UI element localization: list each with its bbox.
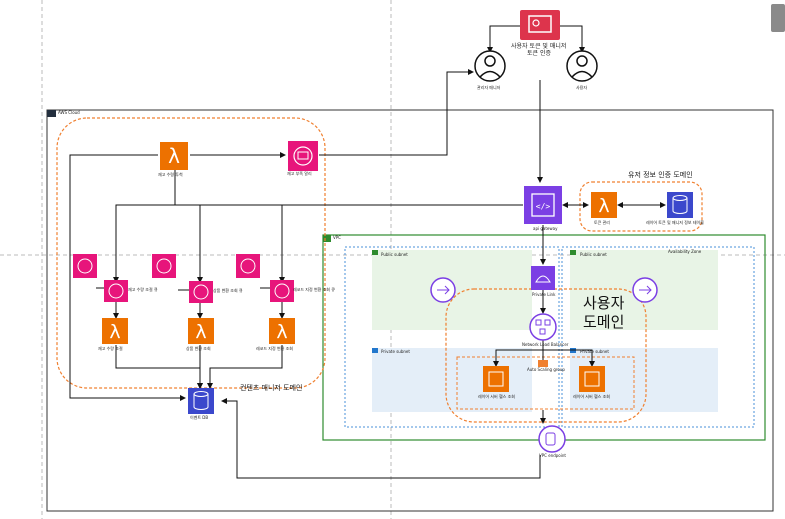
sns-label: 재고 부족 알리 — [287, 171, 312, 176]
auth-service-label-1: 사용자 토큰 및 매니저 — [511, 43, 567, 50]
nat-gateway-icon-left — [430, 277, 456, 303]
api-gateway-label: api gateway — [533, 226, 558, 231]
auth-service-label-2: 토큰 인증 — [527, 50, 551, 57]
ec2-instance-right-icon — [579, 366, 605, 392]
vpc-icon — [323, 235, 331, 242]
vpc-label: VPC — [333, 235, 341, 240]
az-left — [344, 246, 560, 428]
queue-icon-2 — [189, 281, 213, 303]
event-db-label: 이벤트 DB — [190, 415, 209, 420]
private-link-icon — [531, 266, 555, 290]
asg-boundary — [456, 356, 635, 410]
nlb-label: Network Load Balancer — [522, 342, 569, 347]
private-subnet-right-label: Private subnet — [580, 349, 609, 354]
event-db-icon — [188, 388, 214, 414]
svg-text:λ: λ — [168, 144, 180, 168]
end-user-label: 사용자 — [576, 85, 588, 90]
aws-cloud-label: AWS Cloud — [58, 110, 80, 115]
auth-service-icon — [520, 10, 560, 40]
svg-text:λ: λ — [195, 321, 206, 343]
az-right — [561, 246, 755, 428]
api-gateway-icon: </> — [524, 186, 562, 224]
auth-lambda-label: 토큰 관리 — [594, 220, 610, 225]
queue-label-3: 레코드 지정 변환 조회 큐 — [293, 287, 335, 292]
svg-text:</>: </> — [536, 202, 551, 211]
lambda-record-lookup-icon: λ — [269, 318, 295, 344]
aws-cloud-boundary — [46, 109, 774, 512]
dlq-icon-1 — [73, 254, 97, 278]
sns-icon — [288, 141, 318, 171]
vpc-endpoint-label: VPC endpoint — [539, 453, 566, 458]
asg-label: Auto Scaling group — [527, 367, 565, 372]
asg-icon — [538, 360, 548, 367]
page-tab-badge — [771, 4, 785, 32]
lambda-stock-adjust-icon: λ — [102, 318, 128, 344]
queue-icon-1 — [104, 280, 128, 302]
queue-label-2: 상품 변환 조회 큐 — [213, 288, 243, 293]
dlq-icon-2 — [152, 254, 176, 278]
manager-user-icon — [474, 50, 506, 82]
ec2-right-label: 레이어 서버 헬스 조회 — [573, 394, 610, 399]
manager-user-label: 관리자 매니저 — [477, 85, 501, 90]
vpc-endpoint-icon — [538, 425, 566, 453]
user-domain-label-2: 도메인 — [583, 313, 625, 331]
public-subnet-right-label: Public subnet — [580, 252, 607, 257]
private-subnet-left-label: Private subnet — [381, 349, 410, 354]
lambda-auth-icon: λ — [591, 192, 617, 218]
public-subnet-left-label: Public subnet — [381, 252, 408, 257]
end-user-icon — [566, 50, 598, 82]
private-link-label: Private Link — [532, 292, 556, 297]
auth-domain-label: 유저 정보 인증 도메인 — [628, 171, 693, 179]
nat-gateway-icon-right — [632, 277, 658, 303]
dlq-icon-3 — [236, 254, 260, 278]
queue-icon-3 — [270, 280, 294, 302]
user-domain-label-1: 사용자 — [583, 294, 625, 312]
lambda-stock-adjust-label: 재고 수량 조절 — [98, 346, 123, 351]
lambda-stock-received-label: 재고 수령 투척 — [158, 172, 183, 177]
ec2-instance-left-icon — [483, 366, 509, 392]
queue-label-1: 재고 수량 조절 큐 — [128, 287, 158, 292]
lambda-stock-received-icon: λ — [160, 142, 188, 170]
svg-text:λ: λ — [109, 321, 120, 343]
nlb-icon — [529, 313, 557, 341]
user-db-icon — [667, 192, 693, 218]
az-label: Availability Zone — [668, 249, 702, 254]
ec2-left-label: 레이어 서버 헬스 조회 — [478, 394, 515, 399]
user-db-label: 레이어 토큰 및 매니저 정보 테이블 — [646, 220, 704, 225]
lambda-record-lookup-label: 레코드 지정 변환 조회 — [256, 346, 293, 351]
lambda-product-lookup-label: 상품 변환 조회 — [186, 346, 211, 351]
svg-text:λ: λ — [598, 195, 609, 217]
lambda-product-lookup-icon: λ — [188, 318, 214, 344]
svg-text:λ: λ — [276, 321, 287, 343]
aws-cloud-icon — [47, 110, 56, 117]
content-domain-label: 컨텐츠 매니저 도메인 — [240, 384, 303, 392]
